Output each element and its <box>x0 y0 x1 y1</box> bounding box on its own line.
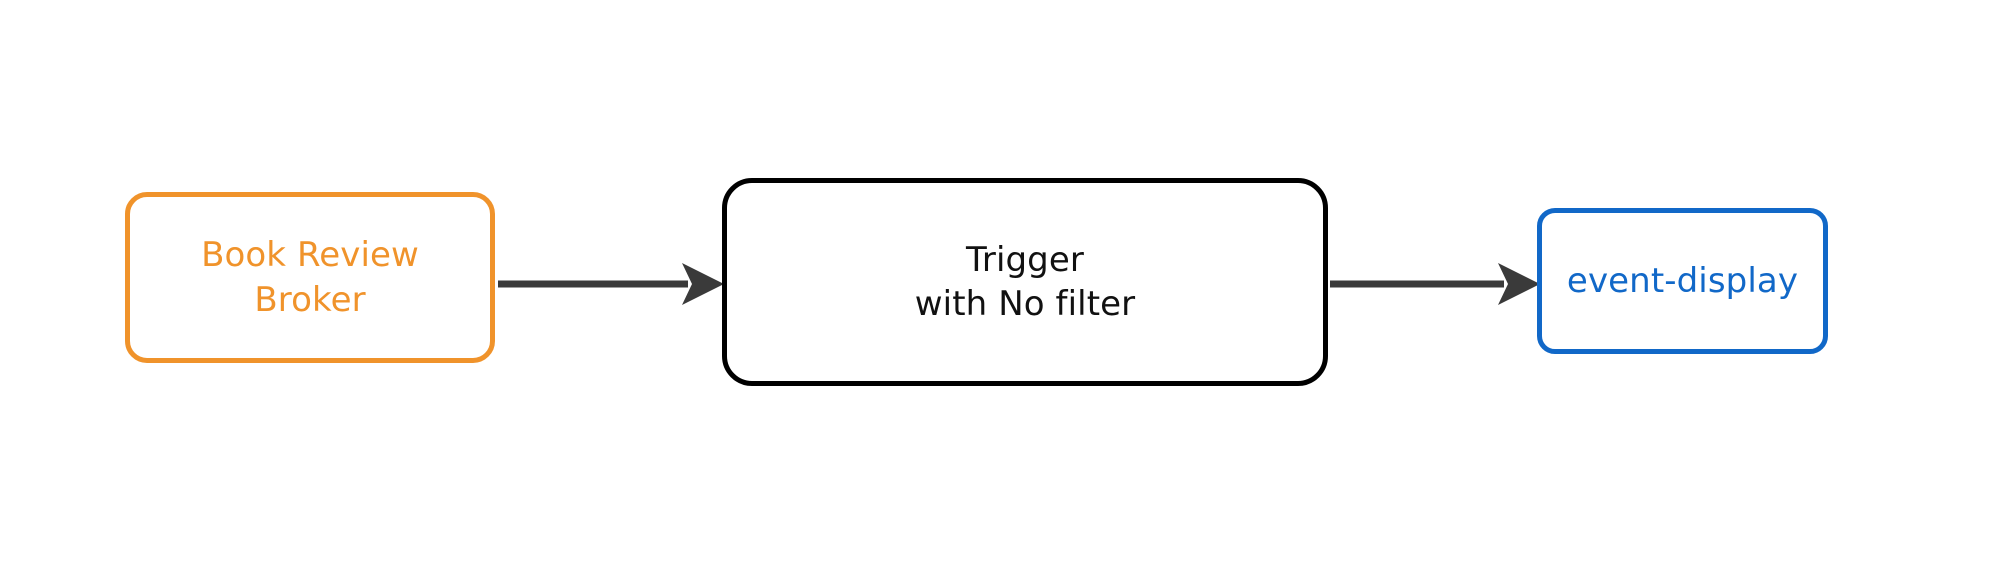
edge-broker-to-trigger-arrowhead-icon <box>682 263 724 305</box>
node-event-display[interactable]: event-display <box>1537 208 1828 354</box>
edge-broker-to-trigger <box>498 263 724 305</box>
node-book-review-broker[interactable]: Book Review Broker <box>125 192 495 363</box>
edge-trigger-to-sink <box>1330 263 1540 305</box>
node-event-display-label: event-display <box>1566 260 1799 301</box>
node-book-review-broker-label: Book Review Broker <box>201 235 419 320</box>
node-trigger-with-no-filter[interactable]: Trigger with No filter <box>722 178 1328 386</box>
edge-trigger-to-sink-arrowhead-icon <box>1498 263 1540 305</box>
node-trigger-with-no-filter-label: Trigger with No filter <box>914 239 1136 324</box>
